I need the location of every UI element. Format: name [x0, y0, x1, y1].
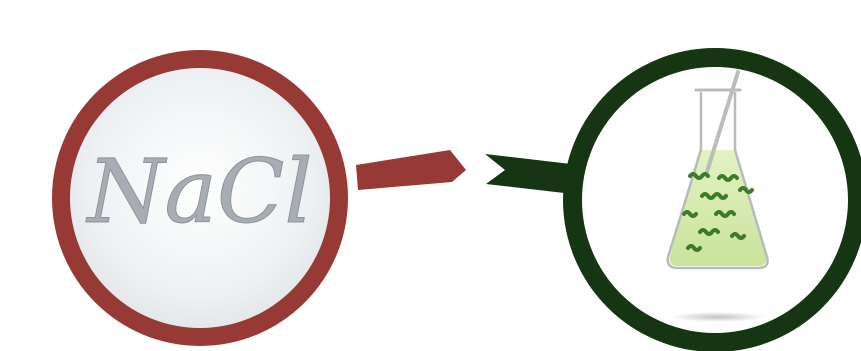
connector-arrow-tail — [356, 150, 466, 190]
flask-node — [485, 48, 861, 351]
nacl-node: NaCl — [52, 50, 466, 346]
nacl-label: NaCl — [86, 140, 313, 243]
